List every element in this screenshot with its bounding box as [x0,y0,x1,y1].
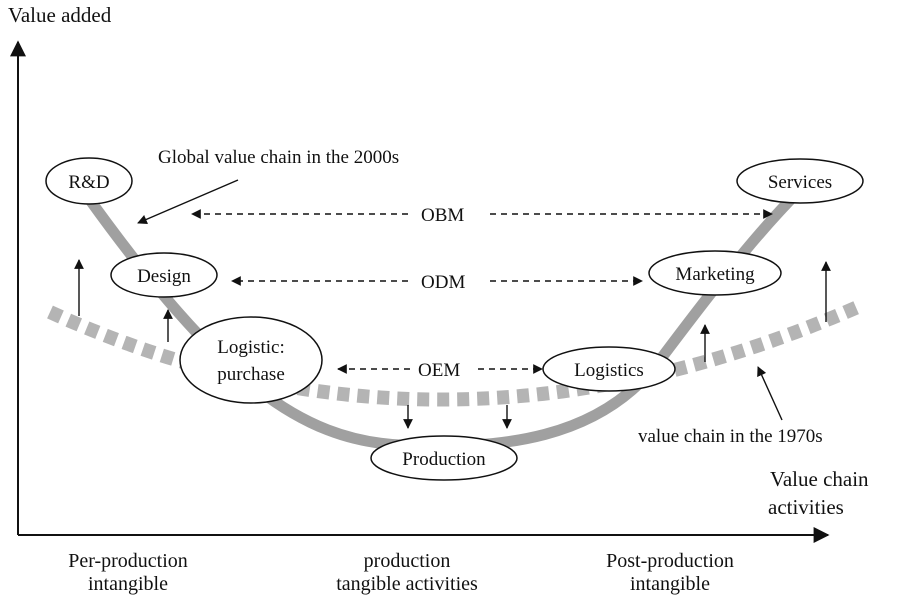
bottom-production-line2: tangible activities [336,573,478,595]
bottom-post-production-line2: intangible [630,573,710,595]
annotation-2000s-label: Global value chain in the 2000s [158,147,399,168]
bottom-post-production-line1: Post-production [606,550,734,572]
y-axis-label: Value added [8,3,112,27]
bottom-pre-production-line2: intangible [88,573,168,595]
value-chain-1970s-curve [47,299,863,407]
node-production: Production [370,435,518,481]
node-production-label: Production [402,449,486,470]
oem-label: OEM [418,360,460,381]
bottom-pre-production-line1: Per-production [68,550,188,572]
node-logistic-purchase-line1: Logistic: [217,337,285,358]
obm-label: OBM [421,205,464,226]
node-logistic-purchase: Logistic: purchase [179,316,323,404]
node-services-label: Services [768,172,832,193]
bottom-production-line1: production [364,550,451,572]
node-marketing: Marketing [648,250,782,296]
node-services: Services [736,158,864,204]
node-rd: R&D [45,157,133,205]
global-value-chain-2000s-curve [84,184,806,452]
x-axis-label-line2: activities [768,495,844,519]
x-axis-label-line1: Value chain [770,467,869,491]
annotation-1970s-arrow [757,366,783,421]
node-logistics: Logistics [542,346,676,392]
node-design: Design [110,252,218,298]
annotation-1970s-label: value chain in the 1970s [638,426,823,447]
node-rd-label: R&D [68,172,109,193]
node-design-label: Design [137,266,191,287]
node-logistics-label: Logistics [574,360,644,381]
odm-label: ODM [421,272,465,293]
node-marketing-label: Marketing [675,264,755,285]
node-logistic-purchase-line2: purchase [217,364,285,385]
annotation-2000s-arrow [137,179,239,225]
